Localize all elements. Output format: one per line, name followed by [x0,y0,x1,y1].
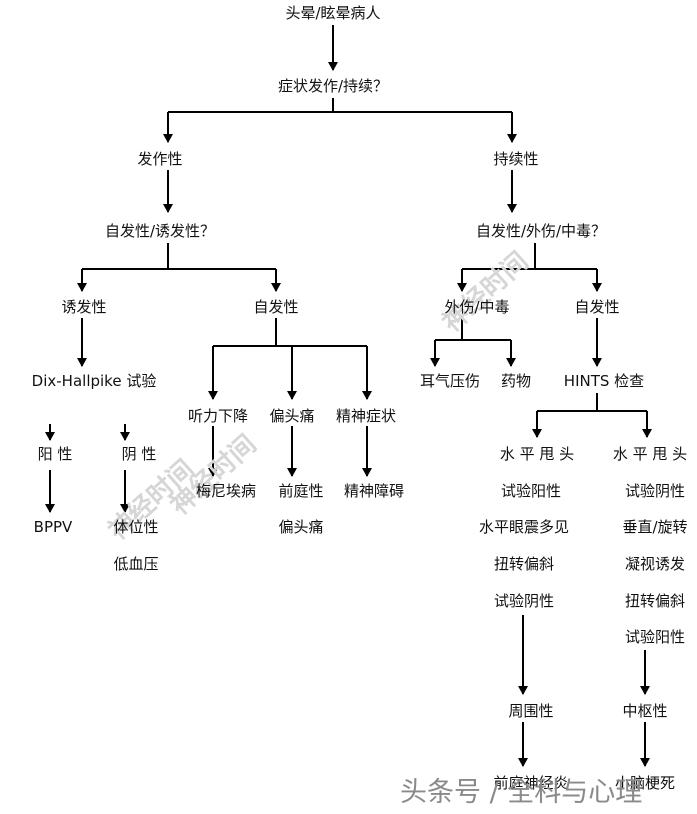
node-triggered: 诱发性 [61,298,107,316]
node-persistent: 持续性 [493,150,539,168]
central-criteria-line: 垂直/旋转 [622,518,688,536]
node-hints: HINTS 检查 [563,372,645,390]
node-episodic: 发作性 [137,150,183,168]
peripheral-criteria-line: 水 平 甩 头 [499,445,575,463]
central-criteria-line: 试验阳性 [624,628,686,646]
node-psych-disorder: 精神障碍 [343,482,405,500]
central-criteria-line: 扭转偏斜 [624,592,686,610]
node-trauma-toxic: 外伤/中毒 [444,298,510,316]
node-spont-trauma-question: 自发性/外伤/中毒？ [475,222,607,240]
node-hearing-loss: 听力下降 [187,407,249,425]
node-bppv: BPPV [33,518,73,536]
node-peripheral: 周围性 [508,702,554,720]
peripheral-criteria-line: 水平眼震多见 [478,518,570,536]
central-criteria-line: 试验阴性 [624,482,686,500]
peripheral-criteria-line: 扭转偏斜 [493,555,555,573]
node-vestibular-neuritis: 前庭神经炎 [493,774,569,792]
node-cerebellar-stroke: 小脑梗死 [614,774,676,792]
peripheral-criteria-line: 试验阴性 [493,592,555,610]
node-hypotension: 低血压 [113,555,159,573]
node-onset-question: 症状发作/持续？ [277,77,389,95]
node-root: 头晕/眩晕病人 [285,4,381,22]
node-migraine: 偏头痛 [269,407,315,425]
node-vestibular-migraine: 偏头痛 [278,518,324,536]
node-central: 中枢性 [622,702,668,720]
node-positive: 阳 性 [37,445,73,463]
node-meniere: 梅尼埃病 [195,482,257,500]
peripheral-criteria-line: 试验阳性 [500,482,562,500]
node-vestibular: 前庭性 [278,482,324,500]
node-postural: 体位性 [113,518,159,536]
node-psych-symptoms: 精神症状 [335,407,397,425]
watermark-bottom: 头条号 / 全科与心理 [400,777,643,808]
node-spontaneous-right: 自发性 [574,298,620,316]
node-spontaneous-left: 自发性 [253,298,299,316]
central-criteria-line: 水 平 甩 头 [612,445,688,463]
node-spont-triggered-question: 自发性/诱发性？ [104,222,216,240]
node-negative: 阴 性 [121,445,157,463]
node-dix-hallpike: Dix-Hallpike 试验 [31,372,157,390]
node-barotrauma: 耳气压伤 [419,372,481,390]
central-criteria-line: 凝视诱发 [624,555,686,573]
node-drug: 药物 [500,372,532,390]
